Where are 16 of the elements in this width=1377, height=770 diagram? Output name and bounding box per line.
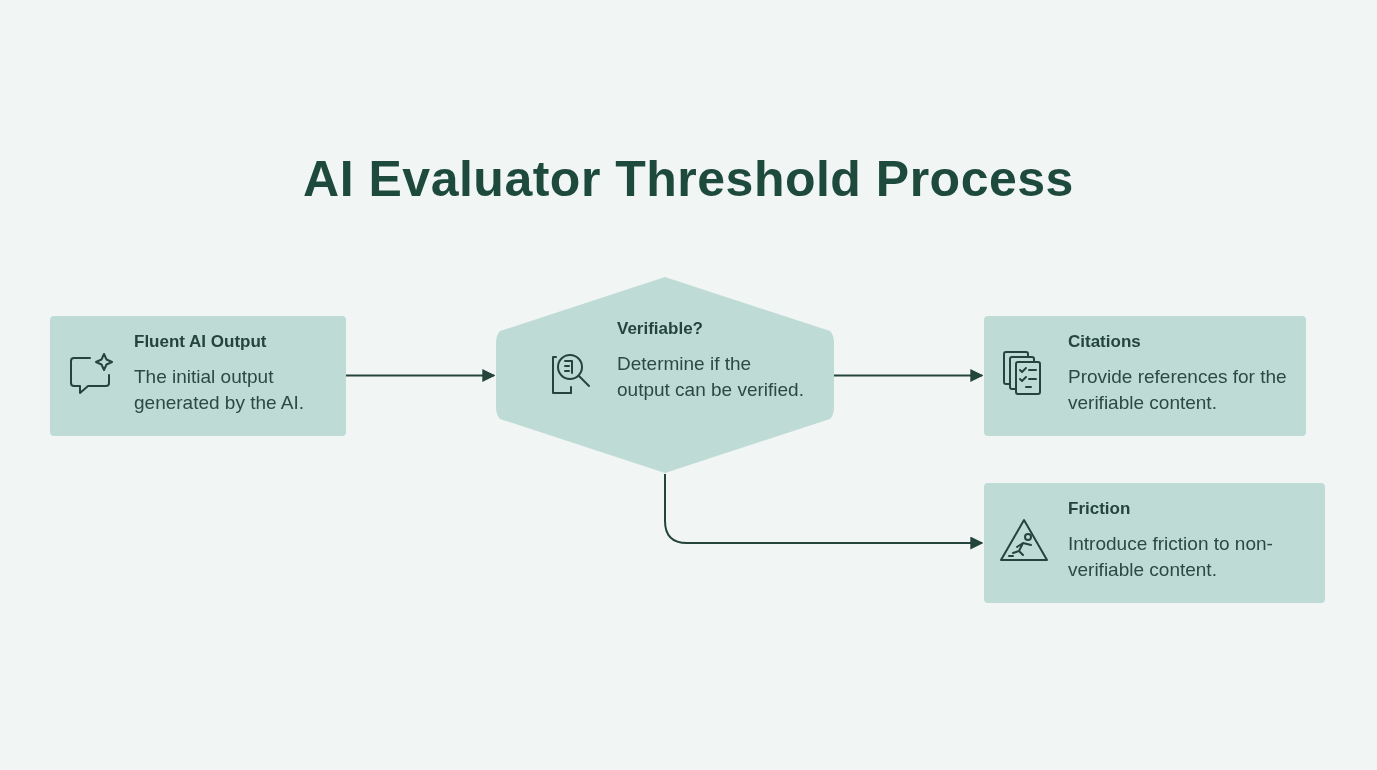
diagram-title: AI Evaluator Threshold Process (302, 150, 1075, 208)
process-box (984, 483, 1325, 603)
arrow (664, 473, 984, 550)
node-heading: Fluent AI Output (134, 332, 268, 352)
node-description: Determine if the output can be verified. (617, 352, 805, 402)
node-description: The initial output generated by the AI. (134, 365, 306, 415)
process-box (984, 316, 1306, 436)
node-heading: Citations (1068, 332, 1142, 352)
node-heading: Verifiable? (617, 319, 704, 339)
process-box (50, 316, 346, 436)
node-description: Provide references for the verifiable content. (1068, 365, 1288, 415)
node-heading: Friction (1068, 499, 1132, 519)
node-description: Introduce friction to non-verifiable content. (1068, 532, 1274, 582)
arrow (833, 369, 984, 382)
arrow (345, 369, 496, 382)
decision-hexagon (496, 275, 834, 475)
